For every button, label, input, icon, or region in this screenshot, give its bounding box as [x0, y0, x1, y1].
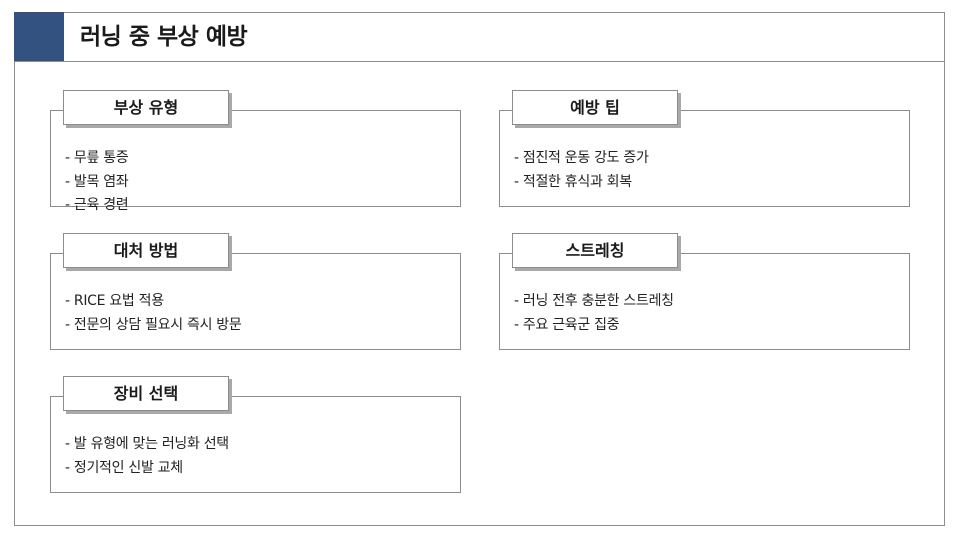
list-item: - 러닝 전후 충분한 스트레칭: [514, 293, 674, 309]
card-list: - 무릎 통증 - 발목 염좌 - 근육 경련: [65, 147, 129, 218]
card-list: - 점진적 운동 강도 증가 - 적절한 휴식과 회복: [514, 147, 649, 194]
card-title: 장비 선택: [63, 376, 229, 411]
list-item: - 주요 근육군 집중: [514, 316, 620, 333]
list-item: - 발목 염좌: [65, 173, 129, 190]
header-divider: [14, 61, 945, 62]
list-item: - 발 유형에 맞는 러닝화 선택: [65, 436, 229, 452]
list-item: - 전문의 상담 필요시 즉시 방문: [65, 316, 242, 333]
card-title: 대처 방법: [63, 233, 229, 268]
card-body: [50, 253, 461, 350]
card-body: [499, 253, 910, 350]
list-item: - 무릎 통증: [65, 150, 129, 166]
card-body: [499, 110, 910, 207]
card-title: 부상 유형: [63, 90, 229, 125]
slide-frame: [14, 12, 945, 526]
list-item: - 정기적인 신발 교체: [65, 459, 183, 476]
list-item: - 점진적 운동 강도 증가: [514, 150, 649, 166]
list-item: - RICE 요법 적용: [65, 293, 164, 309]
card-list: - RICE 요법 적용 - 전문의 상담 필요시 즉시 방문: [65, 290, 242, 337]
card-body: [50, 110, 461, 207]
card-body: [50, 396, 461, 493]
list-item: - 근육 경련: [65, 197, 129, 213]
card-list: - 발 유형에 맞는 러닝화 선택 - 정기적인 신발 교체: [65, 433, 229, 480]
card-title: 스트레칭: [512, 233, 678, 268]
page-title: 러닝 중 부상 예방: [80, 24, 248, 50]
card-list: - 러닝 전후 충분한 스트레칭 - 주요 근육군 집중: [514, 290, 674, 337]
header-accent-block: [14, 12, 64, 62]
list-item: - 적절한 휴식과 회복: [514, 173, 632, 190]
card-title: 예방 팁: [512, 90, 678, 125]
